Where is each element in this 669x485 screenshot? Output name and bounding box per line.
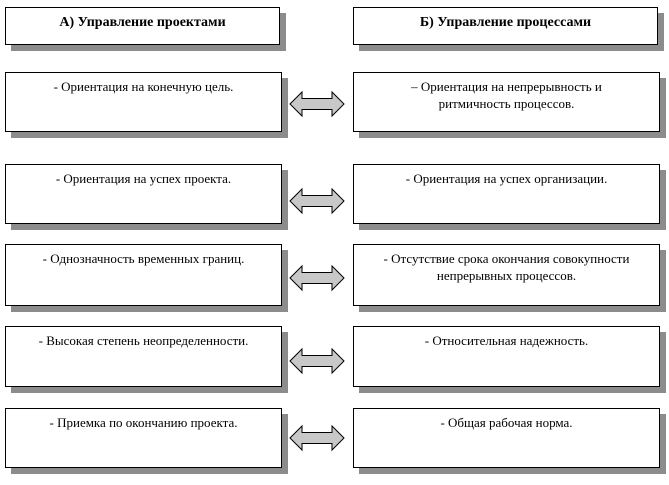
project-item-2: - Ориентация на успех проекта. — [5, 164, 282, 224]
header-process-management: Б) Управление процессами — [353, 7, 658, 45]
double-arrow-icon — [289, 187, 345, 215]
process-item-2: - Ориентация на успех организации. — [353, 164, 660, 224]
header-project-management: А) Управление проектами — [5, 7, 280, 45]
process-item-3: - Отсутствие срока окончания совокупност… — [353, 244, 660, 306]
process-item-4: - Относительная надежность. — [353, 326, 660, 387]
double-arrow-icon — [289, 347, 345, 375]
double-arrow-icon — [289, 90, 345, 118]
process-item-5: - Общая рабочая норма. — [353, 408, 660, 468]
project-item-3: - Однозначность временных границ. — [5, 244, 282, 306]
process-item-1: – Ориентация на непрерывность и ритмично… — [353, 72, 660, 132]
double-arrow-icon — [289, 264, 345, 292]
project-item-1: - Ориентация на конечную цель. — [5, 72, 282, 132]
double-arrow-icon — [289, 424, 345, 452]
project-item-5: - Приемка по окончанию проекта. — [5, 408, 282, 468]
project-item-4: - Высокая степень неопределенности. — [5, 326, 282, 387]
